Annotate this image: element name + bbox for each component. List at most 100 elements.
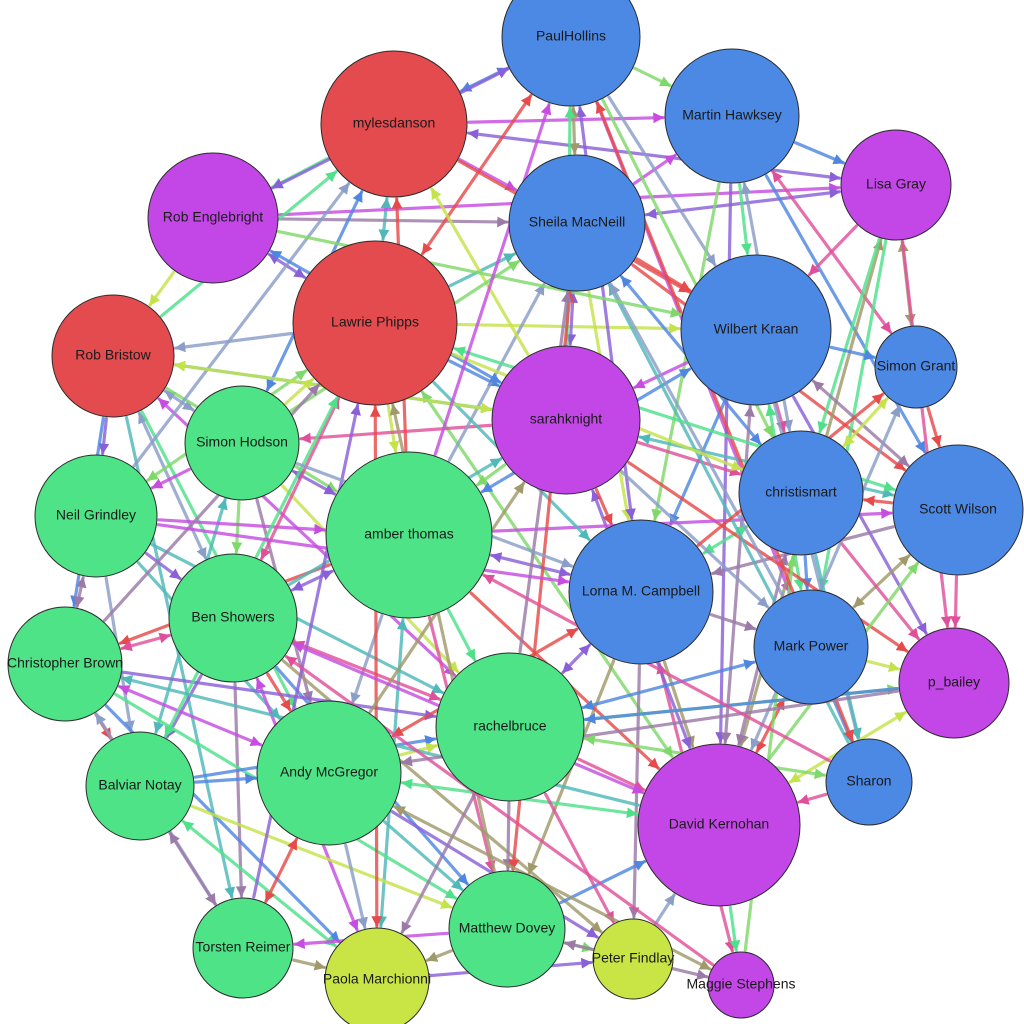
node-circle-wilbertkraan[interactable]	[680, 254, 832, 406]
edge-rachelbruce-davidkernohan	[577, 757, 646, 792]
node-circle-benshowers[interactable]	[168, 553, 298, 683]
node-label-peterfindlay: Peter Findlay	[592, 950, 674, 966]
node-lisagray[interactable]: Lisa Gray	[840, 129, 952, 241]
node-circle-torstenreimer[interactable]	[192, 897, 294, 999]
node-label-balviarnotay: Balviar Notay	[98, 777, 181, 793]
node-label-sheilamacneill: Sheila MacNeill	[529, 214, 625, 230]
node-christismart[interactable]: christismart	[738, 430, 864, 556]
node-circle-sheilamacneill[interactable]	[508, 154, 646, 292]
node-label-mylesdanson: mylesdanson	[353, 115, 436, 131]
nodes-layer: PaulHollins mylesdanson Martin HawkseyLisa…	[7, 0, 1024, 1024]
edge-balviarnotay-paolamarchionni	[181, 819, 337, 948]
node-circle-sarahknight[interactable]	[491, 345, 641, 495]
node-davidkernohan[interactable]: David Kernohan	[637, 743, 801, 907]
edge-andymcgregor-torstenreimer	[264, 837, 298, 903]
node-circle-sharon[interactable]	[825, 738, 913, 826]
edge-robbristow-neilgrindley	[98, 417, 110, 455]
node-paolamarchionni[interactable]: Paola Marchionni	[323, 927, 431, 1024]
edge-mylesdanson-martinhawksey	[467, 112, 665, 124]
node-mylesdanson[interactable]: mylesdanson	[320, 50, 468, 198]
node-circle-simongrant[interactable]	[874, 325, 958, 409]
node-label-robbristow: Rob Bristow	[75, 347, 151, 363]
node-torstenreimer[interactable]: Torsten Reimer	[192, 897, 294, 999]
node-circle-pbailey[interactable]	[898, 627, 1010, 739]
node-circle-balviarnotay[interactable]	[85, 731, 195, 841]
node-circle-christopherbrown[interactable]	[7, 606, 123, 722]
edge-amberthomas-paulhollins	[433, 102, 552, 456]
node-lornacampbell[interactable]: Lorna M. Campbell	[568, 519, 714, 665]
node-circle-paulhollins[interactable]	[501, 0, 641, 107]
node-sarahknight[interactable]: sarahknight	[491, 345, 641, 495]
node-circle-simonhodson[interactable]	[184, 385, 300, 501]
node-circle-lisagray[interactable]	[840, 129, 952, 241]
node-markpower[interactable]: Mark Power	[753, 589, 869, 705]
node-circle-lornacampbell[interactable]	[568, 519, 714, 665]
node-matthewdovey[interactable]: Matthew Dovey	[448, 870, 566, 988]
node-circle-scottwilson[interactable]	[892, 444, 1024, 576]
edge-scottwilson-markpower	[852, 554, 911, 609]
node-circle-rachelbruce[interactable]	[435, 652, 585, 802]
node-circle-andymcgregor[interactable]	[256, 700, 402, 846]
node-robbristow[interactable]: Rob Bristow	[51, 294, 175, 418]
node-neilgrindley[interactable]: Neil Grindley	[34, 454, 158, 578]
node-simongrant[interactable]: Simon Grant	[874, 325, 958, 409]
node-circle-mylesdanson[interactable]	[320, 50, 468, 198]
node-label-martinhawksey: Martin Hawksey	[682, 107, 782, 123]
node-sharon[interactable]: Sharon	[825, 738, 913, 826]
edge-markpower-pbailey	[866, 659, 901, 672]
node-christopherbrown[interactable]: Christopher Brown	[7, 606, 123, 722]
node-circle-paolamarchionni[interactable]	[324, 927, 430, 1024]
node-circle-davidkernohan[interactable]	[637, 743, 801, 907]
node-paulhollins[interactable]: PaulHollins	[501, 0, 641, 107]
node-label-neilgrindley: Neil Grindley	[56, 507, 136, 523]
node-amberthomas[interactable]: amber thomas	[325, 451, 493, 619]
node-scottwilson[interactable]: Scott Wilson	[892, 444, 1024, 576]
node-label-simonhodson: Simon Hodson	[196, 434, 288, 450]
node-label-matthewdovey: Matthew Dovey	[459, 920, 555, 936]
node-label-amberthomas: amber thomas	[364, 526, 453, 542]
node-label-christopherbrown: Christopher Brown	[7, 655, 123, 671]
edge-lawriephipps-paulhollins	[420, 93, 533, 256]
node-circle-robbristow[interactable]	[51, 294, 175, 418]
node-maggiestephens[interactable]: Maggie Stephens	[687, 951, 796, 1019]
node-label-wilbertkraan: Wilbert Kraan	[714, 321, 799, 337]
edge-amberthomas-rachelbruce	[446, 608, 477, 662]
node-circle-lawriephipps[interactable]	[292, 240, 458, 406]
node-martinhawksey[interactable]: Martin Hawksey	[664, 48, 800, 184]
node-label-pbailey: p_bailey	[928, 674, 980, 690]
node-andymcgregor[interactable]: Andy McGregor	[256, 700, 402, 846]
node-balviarnotay[interactable]: Balviar Notay	[85, 731, 195, 841]
node-circle-martinhawksey[interactable]	[664, 48, 800, 184]
node-sheilamacneill[interactable]: Sheila MacNeill	[508, 154, 646, 292]
node-simonhodson[interactable]: Simon Hodson	[184, 385, 300, 501]
node-circle-markpower[interactable]	[753, 589, 869, 705]
node-circle-maggiestephens[interactable]	[707, 951, 775, 1019]
node-wilbertkraan[interactable]: Wilbert Kraan	[680, 254, 832, 406]
node-label-simongrant: Simon Grant	[877, 358, 956, 374]
node-label-robenglebright: Rob Englebright	[163, 209, 264, 225]
edge-martinhawksey-lisagray	[794, 141, 846, 165]
edge-scottwilson-pbailey	[950, 575, 961, 628]
edge-peterfindlay-davidkernohan	[654, 893, 676, 926]
edge-lawriephipps-wilbertkraan	[457, 322, 681, 334]
node-circle-christismart[interactable]	[738, 430, 864, 556]
node-rachelbruce[interactable]: rachelbruce	[435, 652, 585, 802]
node-circle-neilgrindley[interactable]	[34, 454, 158, 578]
edge-sharon-amberthomas	[482, 573, 831, 763]
node-circle-amberthomas[interactable]	[325, 451, 493, 619]
node-lawriephipps[interactable]: Lawrie Phipps	[292, 240, 458, 406]
edge-torstenreimer-paolamarchionni	[291, 958, 327, 971]
node-pbailey[interactable]: p_bailey	[898, 627, 1010, 739]
node-benshowers[interactable]: Ben Showers	[168, 553, 298, 683]
node-label-rachelbruce: rachelbruce	[473, 718, 546, 734]
edge-rachelbruce-matthewdovey	[502, 801, 514, 871]
node-circle-robenglebright[interactable]	[147, 152, 279, 284]
node-peterfindlay[interactable]: Peter Findlay	[592, 918, 674, 1000]
edge-robenglebright-robbristow	[148, 270, 176, 307]
node-circle-matthewdovey[interactable]	[448, 870, 566, 988]
node-circle-peterfindlay[interactable]	[592, 918, 674, 1000]
node-label-torstenreimer: Torsten Reimer	[196, 939, 291, 955]
node-robenglebright[interactable]: Rob Englebright	[147, 152, 279, 284]
node-label-paolamarchionni: Paola Marchionni	[323, 971, 431, 987]
